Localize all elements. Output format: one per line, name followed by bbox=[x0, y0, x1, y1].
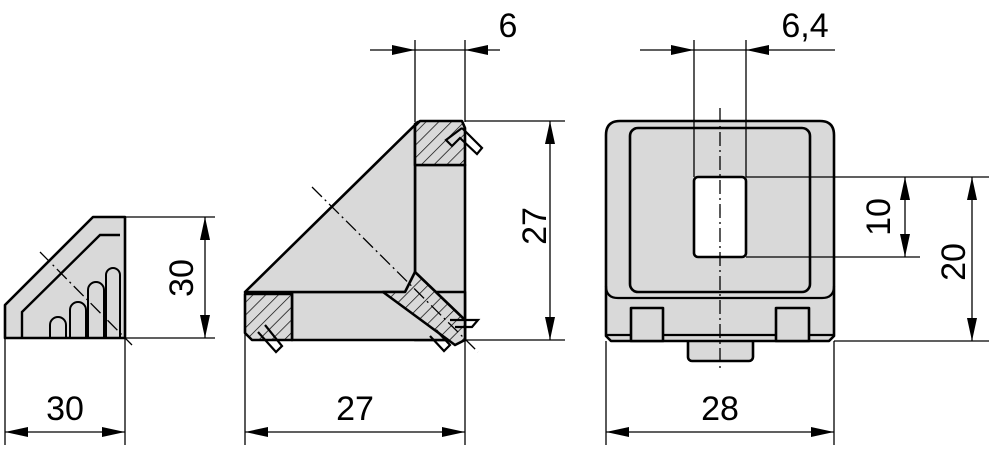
dim-width-30: 30 bbox=[5, 390, 125, 437]
left-foot bbox=[629, 306, 665, 343]
dim-label: 6,4 bbox=[781, 7, 828, 45]
dim-height-27: 27 bbox=[516, 121, 555, 340]
angle-bracket-side-view: 6 27 27 bbox=[243, 7, 565, 445]
dim-label: 27 bbox=[516, 207, 554, 245]
dim-label: 28 bbox=[701, 390, 739, 428]
dim-label: 10 bbox=[860, 198, 898, 236]
angle-bracket-extension-lines bbox=[244, 40, 565, 445]
dim-hole-width-6-4: 6,4 bbox=[640, 7, 835, 55]
right-foot bbox=[774, 306, 811, 343]
dim-label: 6 bbox=[499, 7, 518, 45]
bracket-front-view: 6,4 10 20 28 bbox=[604, 7, 989, 445]
dim-height-30: 30 bbox=[163, 217, 210, 338]
slot-tabs bbox=[257, 127, 484, 354]
dim-width-28: 28 bbox=[606, 390, 834, 437]
dim-label: 30 bbox=[46, 390, 84, 428]
dim-label: 27 bbox=[336, 390, 374, 428]
small-bracket-view: 30 30 bbox=[3, 215, 215, 445]
dim-label: 30 bbox=[163, 259, 201, 297]
dim-width-27: 27 bbox=[245, 390, 465, 437]
small-bracket-centerline bbox=[39, 251, 133, 346]
dim-slot-6: 6 bbox=[370, 7, 517, 55]
left-section-hatched bbox=[243, 292, 294, 342]
small-bracket-extension-lines bbox=[4, 216, 215, 445]
dim-height-20: 20 bbox=[935, 177, 977, 341]
gusset-centerline bbox=[311, 186, 479, 353]
top-section-hatched bbox=[413, 119, 467, 167]
front-extension-lines bbox=[605, 40, 989, 445]
dim-hole-height-10: 10 bbox=[860, 177, 910, 257]
front-step-line bbox=[604, 285, 836, 300]
small-bracket-ribs bbox=[49, 267, 121, 338]
dim-label: 20 bbox=[935, 243, 973, 281]
